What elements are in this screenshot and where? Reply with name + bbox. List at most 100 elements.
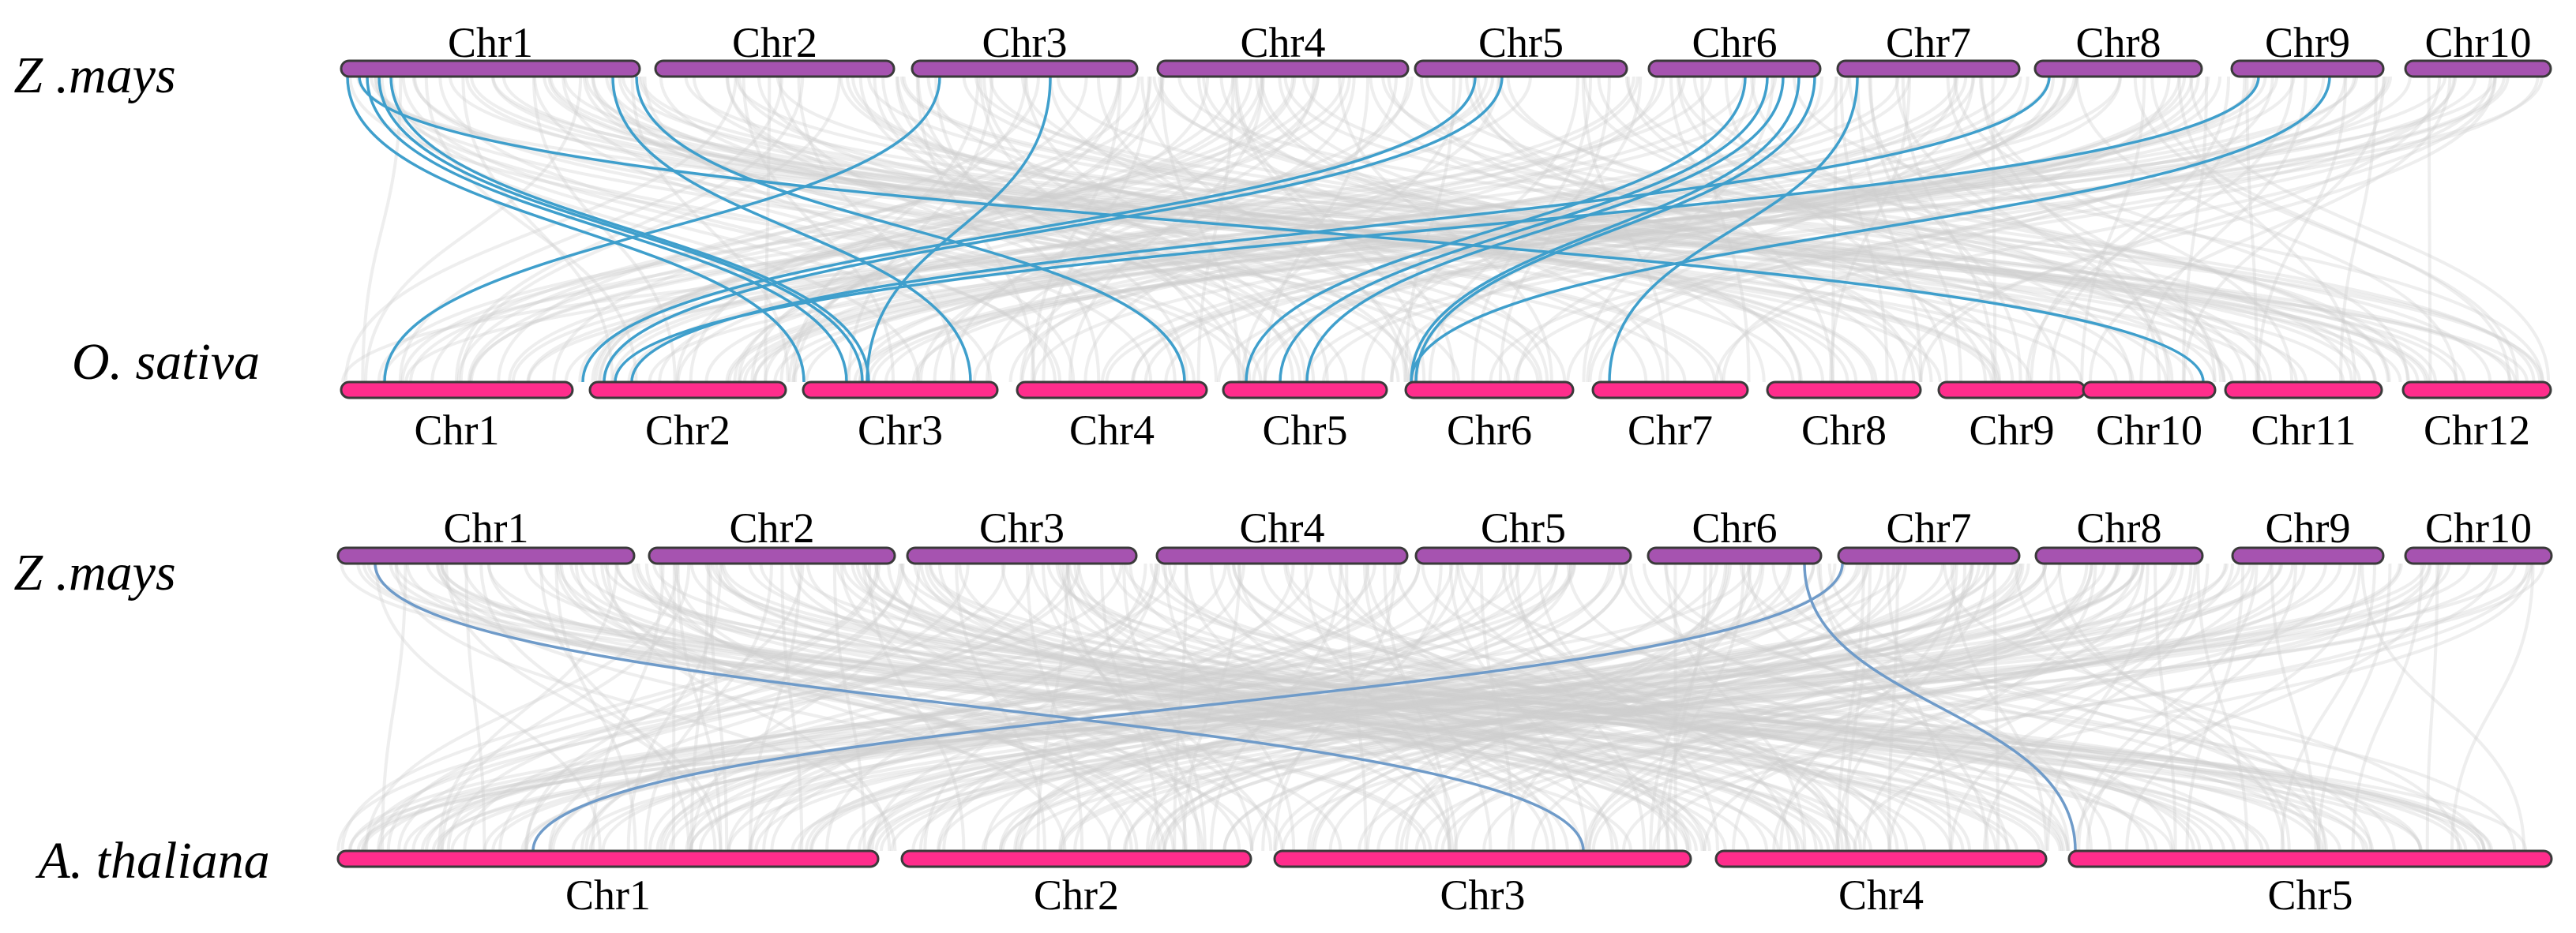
chromosome-bar xyxy=(1222,380,1388,399)
background-link xyxy=(1122,563,1207,852)
background-link xyxy=(440,563,1112,852)
background-link xyxy=(1566,76,2347,383)
background-link xyxy=(1953,76,2409,383)
background-link xyxy=(2014,563,2285,852)
chromosome-bar xyxy=(1016,380,1208,399)
background-link xyxy=(748,563,2423,852)
chromosome-label: Chr4 xyxy=(1069,407,1155,454)
background-link xyxy=(734,76,2512,383)
background-link xyxy=(456,76,1141,383)
background-link xyxy=(1978,76,2294,383)
chromosome-bar xyxy=(2230,59,2385,78)
background-link xyxy=(659,76,1543,383)
background-link xyxy=(1428,76,1643,383)
background-link xyxy=(798,563,2015,852)
chromosome-bar xyxy=(588,380,787,399)
chromosome-label: Chr8 xyxy=(2077,504,2162,552)
chromosome-bar xyxy=(2067,849,2553,868)
background-link xyxy=(394,563,2481,852)
background-link xyxy=(1202,76,1922,383)
background-link xyxy=(1950,563,2048,852)
chromosome-label: Chr4 xyxy=(1838,871,1924,919)
background-link xyxy=(2450,563,2535,852)
background-link xyxy=(1278,76,1898,383)
background-link xyxy=(1209,563,1556,852)
background-link xyxy=(1158,563,2175,852)
background-link xyxy=(2339,76,2379,383)
background-link xyxy=(1902,76,2497,383)
background-link xyxy=(743,76,2393,383)
background-link xyxy=(1122,563,2030,852)
background-link xyxy=(614,563,2341,852)
chromosome-bar xyxy=(1156,59,1410,78)
highlighted-link xyxy=(581,76,1477,383)
background-link xyxy=(806,563,1769,852)
background-link xyxy=(524,563,2048,852)
background-link xyxy=(2256,76,2348,383)
background-link xyxy=(580,563,2270,852)
chromosome-bar xyxy=(900,849,1252,868)
chromosome-label: Chr3 xyxy=(1440,871,1526,919)
background-link xyxy=(749,563,1161,852)
background-link xyxy=(571,563,2141,852)
background-link xyxy=(924,563,1852,852)
background-link xyxy=(1036,563,1069,852)
chromosome-label: Chr6 xyxy=(1692,19,1778,66)
background-link xyxy=(1383,563,1451,852)
background-link xyxy=(1073,563,1628,852)
background-link xyxy=(791,76,2267,383)
background-link xyxy=(2351,563,2424,852)
background-link xyxy=(1015,563,1763,852)
background-link xyxy=(1357,563,2306,852)
background-link xyxy=(551,563,1376,852)
background-link xyxy=(1099,563,1160,852)
chromosome-label: Chr8 xyxy=(1801,407,1887,454)
background-link xyxy=(764,76,1665,383)
background-link xyxy=(601,563,1859,852)
background-link xyxy=(1222,563,2120,852)
background-link xyxy=(1177,76,2544,383)
background-link xyxy=(1106,563,1692,852)
background-link xyxy=(835,563,1927,852)
background-link xyxy=(1261,563,1443,852)
background-link xyxy=(380,76,920,383)
background-link xyxy=(348,563,1752,852)
background-link xyxy=(2133,76,2519,383)
background-link xyxy=(1242,76,2200,383)
background-link xyxy=(775,76,2420,383)
background-link xyxy=(1844,563,1872,852)
background-link xyxy=(435,563,1780,852)
background-link xyxy=(1703,563,2255,852)
background-link xyxy=(559,563,1284,852)
background-link xyxy=(770,563,1454,852)
highlighted-link xyxy=(358,76,2205,383)
background-link xyxy=(561,76,1196,383)
background-link xyxy=(574,563,1166,852)
background-link xyxy=(469,76,1489,383)
background-link xyxy=(1732,563,1990,852)
background-link xyxy=(1209,563,1342,852)
chromosome-bar xyxy=(2231,546,2385,565)
background-link xyxy=(1515,563,1647,852)
background-link xyxy=(1030,563,1690,852)
background-link xyxy=(2041,563,2326,852)
background-link xyxy=(440,563,691,852)
background-link xyxy=(764,76,772,383)
chromosome-label: Chr1 xyxy=(444,504,529,552)
background-link xyxy=(684,76,2458,383)
background-link xyxy=(1464,76,2015,383)
background-link xyxy=(486,563,1750,852)
background-link xyxy=(1285,563,2324,852)
background-link xyxy=(552,76,1088,383)
background-link xyxy=(1831,76,1838,383)
background-link xyxy=(900,563,1678,852)
background-link xyxy=(520,563,2140,852)
background-link xyxy=(2280,563,2377,852)
background-link xyxy=(1031,76,1122,383)
background-link xyxy=(1001,563,2241,852)
background-link xyxy=(1237,563,1614,852)
background-link xyxy=(659,563,1421,852)
background-link xyxy=(949,76,1264,383)
